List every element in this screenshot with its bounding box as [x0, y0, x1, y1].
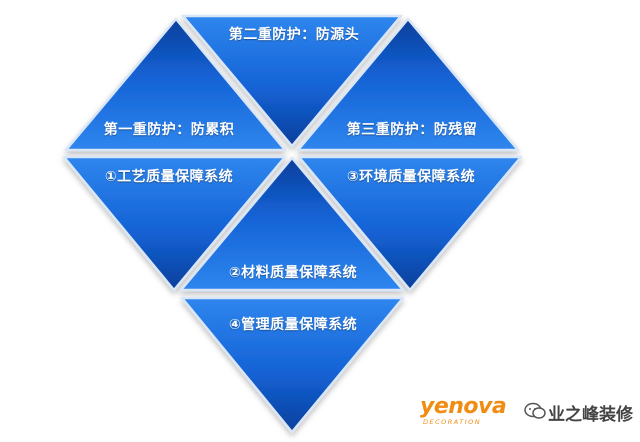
second-protection-label: 第二重防护：防源头	[228, 27, 360, 43]
tile-environment-system	[297, 155, 523, 292]
chat-bubble-icon	[524, 402, 546, 419]
brand-logo: yenova	[420, 394, 507, 419]
tile-third-protection	[296, 17, 520, 152]
third-protection-label: 第三重防护：防残留	[346, 122, 478, 138]
brand-logo-subtitle: DECORATION	[423, 418, 482, 426]
first-protection-label: 第一重防护：防累积	[103, 122, 235, 138]
material-system-label: ②材料质量保障系统	[228, 265, 358, 281]
environment-system-label: ③环境质量保障系统	[346, 169, 476, 185]
tile-material-system	[179, 156, 405, 292]
watermark-text: 业之峰装修	[548, 405, 633, 425]
tile-management-system	[180, 296, 405, 434]
management-system-label: ④管理质量保障系统	[228, 317, 358, 333]
tile-first-protection	[64, 17, 287, 152]
tile-craft-system	[62, 155, 287, 292]
craft-system-label: ①工艺质量保障系统	[104, 169, 234, 185]
tile-second-protection	[181, 14, 403, 148]
